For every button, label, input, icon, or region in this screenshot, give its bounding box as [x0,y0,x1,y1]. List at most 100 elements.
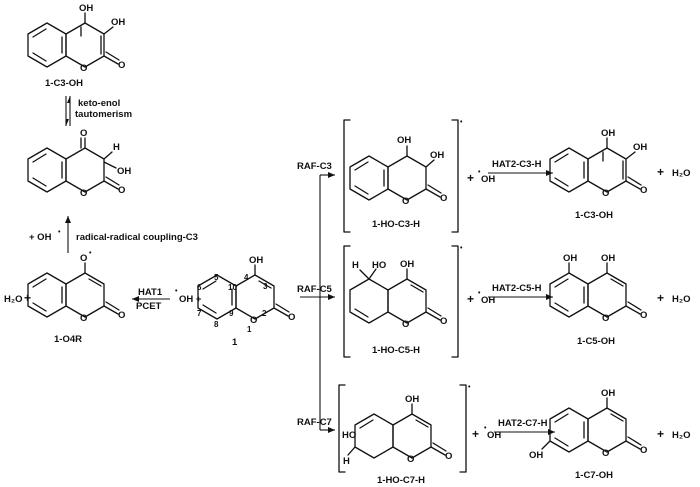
atom-oh: OH [400,259,414,270]
bracket-adduct-c3: • [343,119,463,233]
label-1-c3-oh-top: 1-C3-OH [45,78,83,89]
hat1-label: HAT1 [138,287,163,298]
label-1-ho-c3-h: 1-HO-C3-H [372,219,420,230]
ring-number: 7 [197,309,202,318]
atom-o-carbonyl: O [445,451,452,462]
atom-o-carbonyl: O [440,193,447,204]
label-compound-1: 1 [232,337,238,348]
atom-oh: OH [529,450,543,461]
hat2-c3-label: HAT2-C3-H [492,159,542,170]
structure-1-o4r: O • O O [27,250,125,324]
structure-1-c3-oh-top: OH OH O O [27,3,125,74]
atom-ho: HO [342,430,356,441]
atom-o-carbonyl: O [118,60,125,71]
radical-dot: • [484,425,487,432]
atom-o-ring: O [602,188,609,199]
structure-1-c5-oh-product: OH OH O O [549,253,647,324]
label-1-ho-c5-h: 1-HO-C5-H [372,345,420,356]
plus-oh-text: + OH [29,232,52,243]
atom-o-carbonyl: O [640,445,647,456]
plus-sign: + [657,165,664,179]
atom-o-keto: O [80,128,87,139]
ring-number: 4 [244,273,249,282]
atom-ho: HO [372,260,386,271]
structure-1-ho-c5-h: H HO OH O O [349,259,447,330]
atom-oh: OH [563,253,577,264]
atom-o-ring: O [250,315,257,326]
label-1-c3-oh-product: 1-C3-OH [575,210,613,221]
atom-o-carbonyl: O [118,185,125,196]
radical-dot: • [58,229,61,236]
oh-radical: OH [487,430,501,441]
atom-o-ring: O [602,448,609,459]
atom-oh: OH [117,166,131,177]
hat2-c7-label: HAT2-C7-H [498,418,548,429]
bracket-adduct-c5: • [343,245,463,358]
water-left: H₂O [4,294,22,305]
water-c5: H₂O [672,294,690,305]
hat2-c5-label: HAT2-C5-H [492,283,542,294]
ring-number: 2 [262,309,267,318]
plus-sign: + [467,292,474,306]
atom-o-ring: O [402,196,409,207]
label-1-c7-oh-product: 1-C7-OH [575,470,613,481]
structure-1-ho-c7-h: HO H OH O O [342,394,452,467]
oh-radical: OH [481,295,495,306]
raf-c5-label: RAF-C5 [297,284,333,295]
tautomerism-label-2: tautomerism [75,109,132,120]
label-1-ho-c7-h: 1-HO-C7-H [377,475,425,486]
structure-compound-1: OH O O 4 3 5 6 10 7 8 9 2 1 [197,255,295,334]
label-1-c5-oh-product: 1-C5-OH [577,336,615,347]
atom-oh: OH [430,150,444,161]
atom-o-ring: O [80,188,87,199]
atom-o-ring: O [602,313,609,324]
radical-dot: • [175,288,178,295]
coupling-label: radical-radical coupling-C3 [76,232,198,243]
atom-oh: OH [601,253,615,264]
atom-oh: OH [601,128,615,139]
ring-number: 1 [247,325,252,334]
structure-keto-tautomer: O H OH O O [27,128,131,199]
atom-h: H [343,456,350,467]
atom-oh: OH [633,142,647,153]
ring-number: 3 [263,282,268,291]
structure-1-c3-oh-product: OH OH O O [549,128,647,199]
ring-number: 9 [229,309,234,318]
atom-o-ring: O [80,63,87,74]
tautomerism-label-1: keto-enol [78,98,120,109]
radical-dot: • [89,250,92,257]
radical-dot: • [460,245,463,252]
atom-o-carbonyl: O [440,316,447,327]
radical-dot: • [478,169,481,176]
atom-h: H [352,260,359,271]
atom-o-ring: O [80,313,87,324]
ring-number: 8 [214,320,219,329]
structure-1-c7-oh-product: OH OH O O [529,388,647,461]
atom-o-carbonyl: O [118,310,125,321]
atom-o-carbonyl: O [640,310,647,321]
atom-o-ring: O [402,319,409,330]
plus-sign: + [657,291,664,305]
atom-o-radical: O [80,253,87,264]
atom-o-carbonyl: O [288,312,295,323]
atom-oh: OH [249,255,263,266]
radical-dot: • [478,290,481,297]
bracket-adduct-c7: • [338,384,471,473]
oh-plus-text: OH + [179,294,202,305]
pcet-label: PCET [136,301,162,312]
equilibrium-arrow [65,96,71,126]
radical-dot: • [468,384,471,391]
atom-o-ring: O [407,454,414,465]
plus-sign: + [657,427,664,441]
water-c3: H₂O [672,168,690,179]
branch-arrows [300,172,335,433]
ring-number: 5 [214,273,219,282]
plus-sign: + [467,171,474,185]
radical-dot: • [460,119,463,126]
structure-1-ho-c3-h: OH OH O O [349,135,447,207]
atom-oh: OH [111,17,125,28]
atom-oh: OH [79,3,93,14]
label-1-o4r: 1-O4R [54,334,82,345]
atom-oh: OH [601,388,615,399]
